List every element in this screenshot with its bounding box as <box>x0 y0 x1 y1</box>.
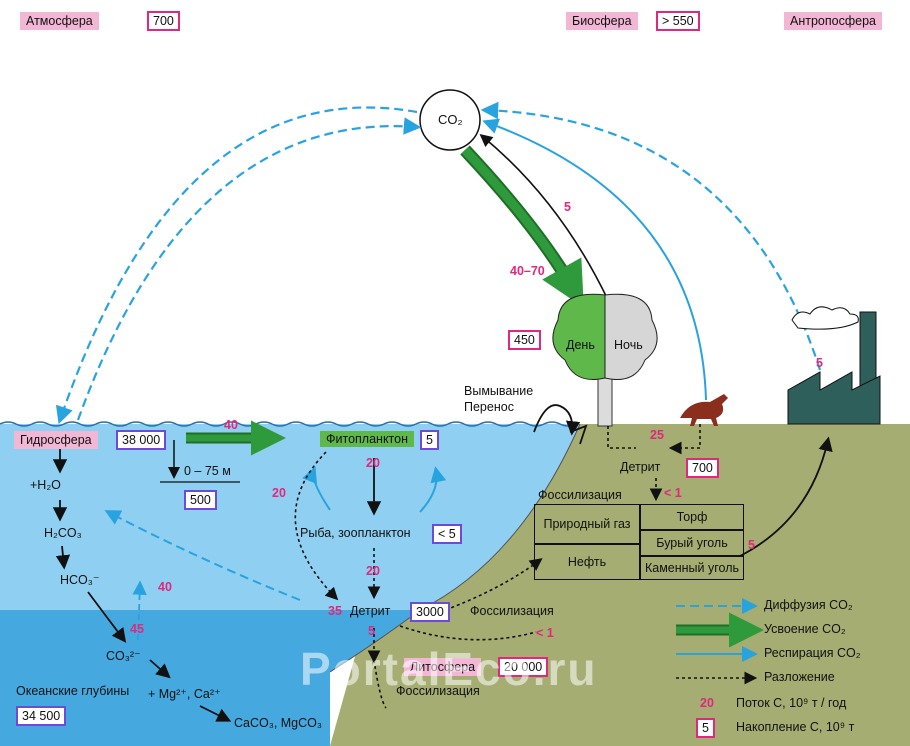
mgca-label: + Mg²⁺, Ca²⁺ <box>148 687 221 701</box>
legend-flow-desc: Поток C, 10⁹ т / год <box>736 696 847 710</box>
flow-photosynthesis: 40–70 <box>510 264 545 278</box>
fish-label: Рыба, зоопланктон <box>300 526 411 540</box>
diffusion-arc-inner <box>76 117 422 421</box>
washout-arrow <box>533 404 581 436</box>
night-respiration-arrow <box>479 133 609 301</box>
ocean-depths-store: 34 500 <box>16 706 67 726</box>
co2-label: CO₂ <box>438 112 463 127</box>
depth-range-label: 0 – 75 м <box>184 464 231 478</box>
diffusion-arc-outer <box>55 106 418 425</box>
hydrosphere-store: 38 000 <box>116 430 167 450</box>
fuel-oil: Нефть <box>534 544 640 580</box>
fox-icon <box>680 394 728 426</box>
fuel-hard-coal: Каменный уголь <box>640 556 744 580</box>
watermark: PortalEco.ru <box>300 643 598 695</box>
fish-store: < 5 <box>432 524 462 544</box>
detritus-water-store: 3000 <box>410 602 450 622</box>
anthroposphere-label: Антропосфера <box>784 12 882 30</box>
atmosphere-store: 700 <box>147 11 180 31</box>
factory-emission-arc <box>480 101 822 371</box>
atmosphere-label: Атмосфера <box>20 12 99 30</box>
hydrosphere-label: Гидросфера <box>14 431 98 449</box>
flow-detritus-deep: 35 <box>328 604 342 618</box>
legend-uptake: Усвоение CO₂ <box>764 622 846 636</box>
chain-arrow-5 <box>149 659 171 679</box>
flow-ocean-uptake: 40 <box>224 418 238 432</box>
tree-detritus-arrow <box>607 426 636 449</box>
flow-fossil-small: < 1 <box>664 486 682 500</box>
legend-store-desc: Накопление C, 10⁹ т <box>736 720 855 734</box>
fox-detritus-arrow <box>668 424 701 455</box>
ocean-diffusion-arrow <box>104 510 301 601</box>
ocean-depths-label: Океанские глубины <box>16 684 130 698</box>
flow-fuel-burn: 5 <box>748 538 755 552</box>
phyto-detritus-arrow <box>294 451 339 601</box>
transfer-label: Перенос <box>464 400 514 414</box>
h2co3-label: H₂CO₃ <box>44 526 82 540</box>
fossilization-bottom-label: Фоссилизация <box>396 684 480 698</box>
fuel-peat: Торф <box>640 504 744 530</box>
phytoplankton-store: 5 <box>420 430 439 450</box>
fuel-gas: Природный газ <box>534 504 640 544</box>
hco3-label: HCO₃⁻ <box>60 573 100 587</box>
flow-fossil-small2: < 1 <box>536 626 554 640</box>
flow-phyto-fish: 20 <box>366 456 380 470</box>
seabed-line <box>329 423 581 673</box>
legend-respiration: Респирация CO₂ <box>764 646 861 660</box>
flow-fish-detritus: 20 <box>366 564 380 578</box>
water-label: +H₂O <box>30 478 61 492</box>
tree-crown-night <box>604 293 658 380</box>
fossilization-mid-label: Фоссилизация <box>470 604 554 618</box>
flow-deep-down: 45 <box>130 622 144 636</box>
fossil-arrow-water <box>439 558 543 613</box>
flow-deep-up: 40 <box>158 580 172 594</box>
detritus-water-label: Детрит <box>350 604 391 618</box>
biosphere-label: Биосфера <box>566 12 638 30</box>
chain-arrow-3 <box>55 545 71 570</box>
flow-land-detritus: 25 <box>650 428 664 442</box>
flow-detritus-sink: 5 <box>368 624 375 638</box>
legend-decomposition: Разложение <box>764 670 835 684</box>
depth-store: 500 <box>184 490 217 510</box>
flow-phyto-detritus: 20 <box>272 486 286 500</box>
water-surface <box>0 421 577 427</box>
legend-store-sample: 5 <box>696 718 715 738</box>
flow-respiration: 5 <box>564 200 571 214</box>
legend-flow-sample: 20 <box>700 696 714 710</box>
detritus-litho <box>373 659 387 709</box>
ocean-deep-layer <box>0 610 420 746</box>
chain-arrow-4 <box>87 591 127 643</box>
flow-factory: 5 <box>816 356 823 370</box>
photosynthesis-arrow <box>461 146 584 308</box>
carbonates-label: CaCO₃, MgCO₃ <box>234 716 322 730</box>
washout-end <box>569 424 588 445</box>
factory-icon <box>787 306 881 425</box>
respiration-arc <box>482 118 707 401</box>
tree-day-label: День <box>566 338 595 352</box>
washout-label: Вымывание <box>464 384 534 398</box>
legend-diffusion: Диффузия CO₂ <box>764 598 853 612</box>
tree-store: 450 <box>508 330 541 350</box>
co3-label: CO₃²⁻ <box>106 649 141 663</box>
detritus-land-label: Детрит <box>620 460 661 474</box>
fish-resp-left <box>302 466 331 511</box>
chain-arrow-6 <box>199 705 232 722</box>
lithosphere-label: Литосфера <box>404 658 482 676</box>
tree-crown-day <box>552 293 606 380</box>
fuel-brown-coal: Бурый уголь <box>640 530 744 556</box>
phytoplankton-label: Фитопланктон <box>320 431 414 447</box>
biosphere-store: > 550 <box>656 11 700 31</box>
detritus-land-store: 700 <box>686 458 719 478</box>
lithosphere-store: 20 000 <box>498 657 549 677</box>
tree-night-label: Ночь <box>614 338 643 352</box>
fuel-burn-arrow <box>739 436 833 557</box>
fossilization-top-label: Фоссилизация <box>538 488 622 502</box>
fish-resp-right <box>419 466 447 513</box>
